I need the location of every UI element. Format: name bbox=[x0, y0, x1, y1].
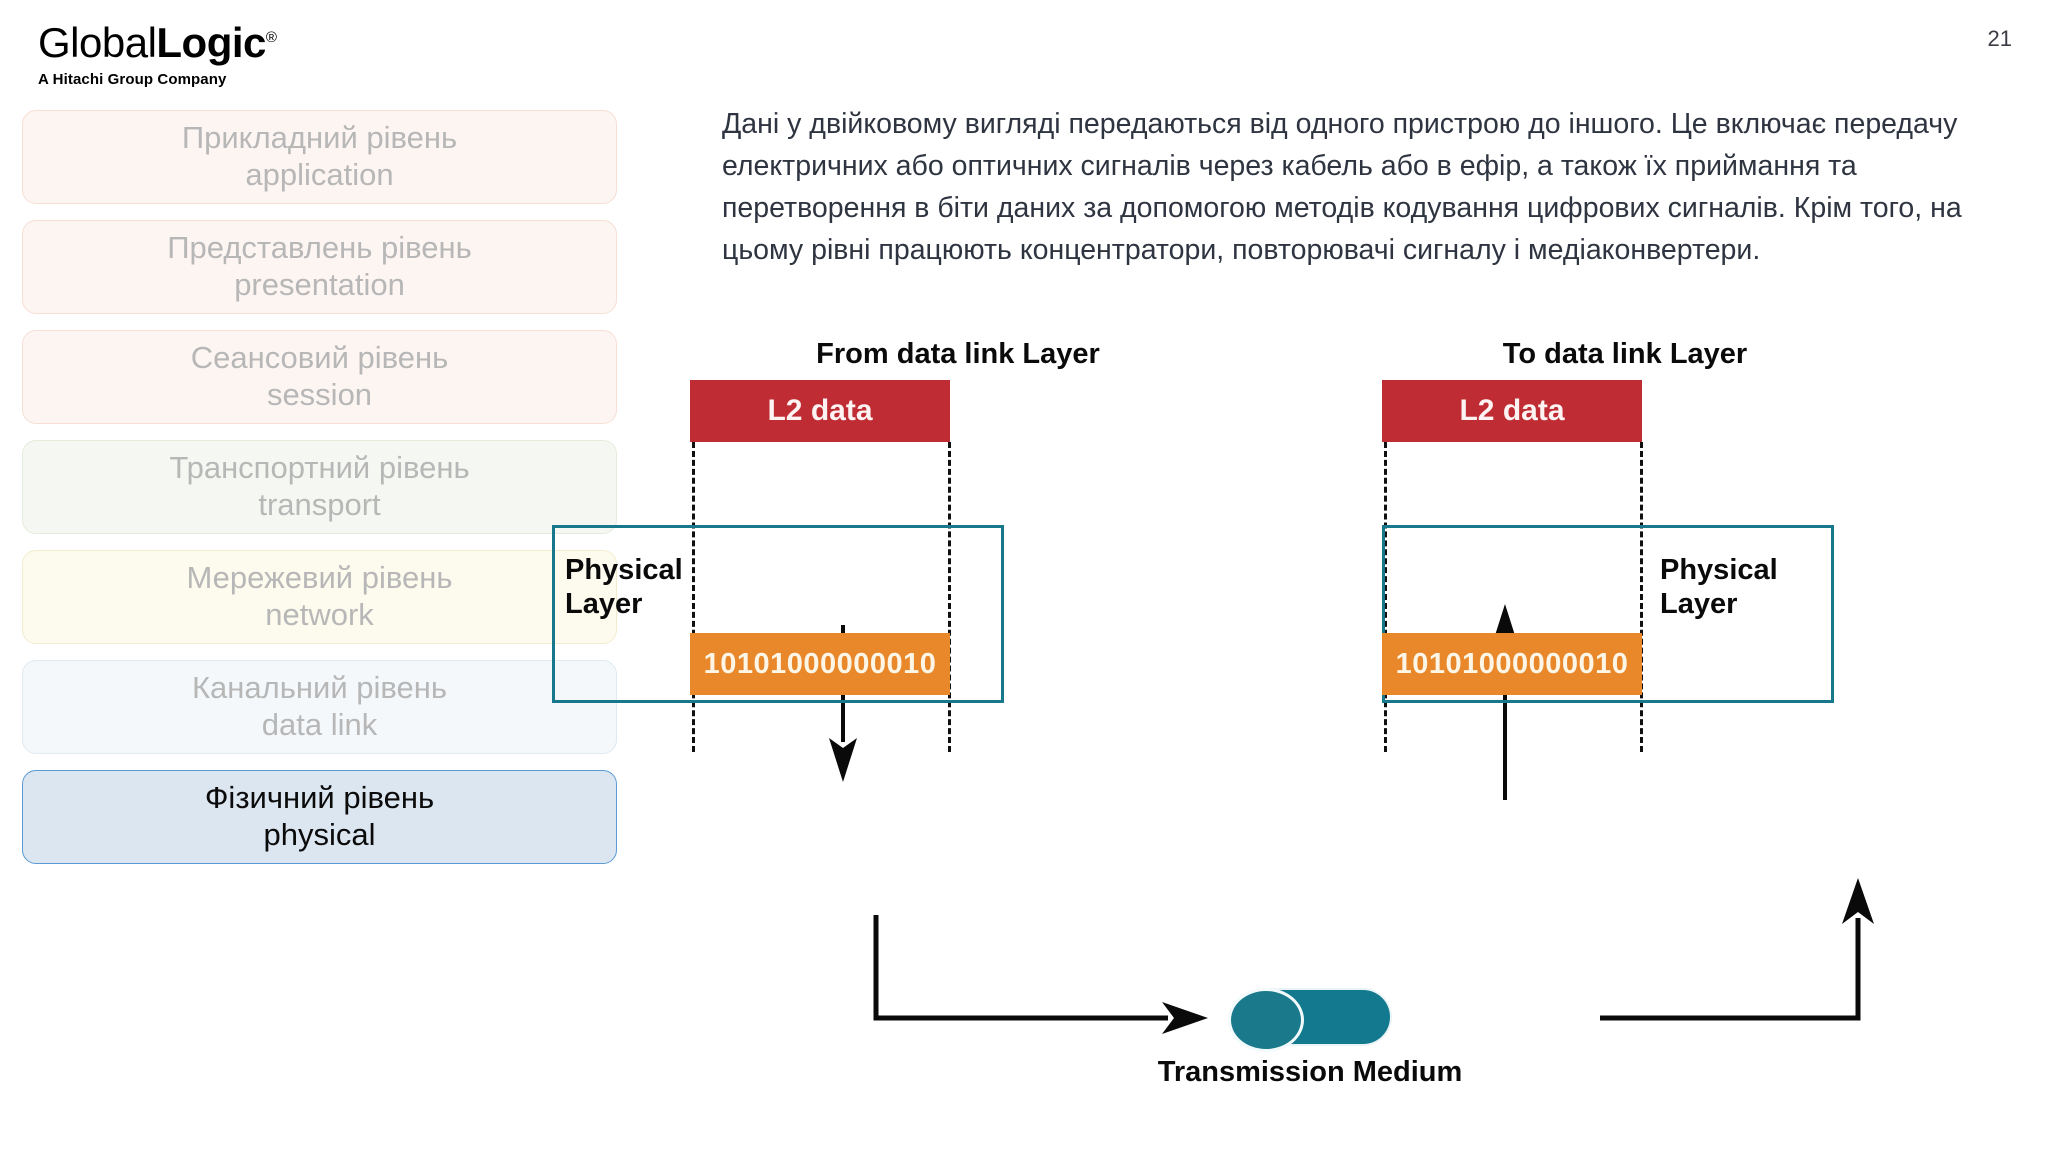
osi-layer-stack: Прикладний рівень application Представле… bbox=[22, 110, 617, 880]
osi-layer-presentation[interactable]: Представлень рівень presentation bbox=[22, 220, 617, 314]
dashed-guide-left-outer bbox=[948, 442, 951, 752]
diagram-connectors bbox=[829, 604, 1874, 1034]
logo-tagline: A Hitachi Group Company bbox=[38, 71, 227, 88]
osi-layer-label-ua: Транспортний рівень bbox=[169, 450, 470, 486]
to-data-link-layer-title: To data link Layer bbox=[1502, 338, 1748, 370]
osi-layer-data-link[interactable]: Канальний рівень data link bbox=[22, 660, 617, 754]
physical-layer-label-line1: Physical bbox=[1660, 554, 1778, 586]
arrow-from-medium bbox=[1600, 878, 1874, 1021]
logo-word-logic: Logic bbox=[156, 19, 266, 66]
osi-layer-label-en: application bbox=[245, 157, 394, 192]
body-paragraph: Дані у двійковому вигляді передаються ві… bbox=[722, 108, 1962, 266]
logo-wordmark: GlobalLogic® bbox=[38, 22, 458, 64]
osi-layer-label-ua: Канальний рівень bbox=[191, 670, 448, 706]
bits-box-right: 10101000000010 bbox=[1382, 633, 1642, 695]
osi-layer-label-en: presentation bbox=[234, 267, 405, 302]
osi-layer-session[interactable]: Сеансовий рівень session bbox=[22, 330, 617, 424]
physical-layer-diagram: From data link Layer L2 data Physical La… bbox=[552, 338, 2048, 1152]
osi-layer-label-en: session bbox=[266, 377, 373, 412]
osi-layer-transport[interactable]: Транспортний рівень transport bbox=[22, 440, 617, 534]
osi-layer-network[interactable]: Мережевий рівень network bbox=[22, 550, 617, 644]
physical-layer-label-left: Physical Layer bbox=[565, 554, 683, 621]
osi-layer-label-ua: Фізичний рівень bbox=[204, 780, 435, 816]
osi-layer-label-en: network bbox=[265, 597, 374, 632]
physical-layer-box-right bbox=[1382, 525, 1834, 703]
physical-layer-label-line2: Layer bbox=[1660, 587, 1738, 620]
transmission-medium-end-cap bbox=[1228, 988, 1304, 1052]
physical-layer-label-right: Physical Layer bbox=[1660, 554, 1778, 621]
physical-layer-label-line2: Layer bbox=[565, 587, 643, 620]
osi-layer-label-ua: Мережевий рівень bbox=[186, 560, 453, 596]
osi-layer-application[interactable]: Прикладний рівень application bbox=[22, 110, 617, 204]
transmission-medium-label: Transmission Medium bbox=[1157, 1056, 1463, 1088]
page-number: 21 bbox=[1987, 26, 2012, 51]
arrow-to-medium bbox=[873, 915, 1208, 1034]
from-data-link-layer-title: From data link Layer bbox=[816, 338, 1100, 370]
physical-layer-label-line1: Physical bbox=[565, 554, 683, 586]
logo-word-global: Global bbox=[38, 19, 157, 66]
osi-layer-label-ua: Представлень рівень bbox=[167, 230, 472, 266]
l2-data-box-left: L2 data bbox=[690, 380, 950, 442]
osi-layer-label-en: transport bbox=[258, 487, 381, 522]
l2-data-box-right: L2 data bbox=[1382, 380, 1642, 442]
osi-layer-label-ua: Прикладний рівень bbox=[181, 120, 458, 156]
bits-box-left: 10101000000010 bbox=[690, 633, 950, 695]
dashed-guide-right-inner bbox=[1384, 442, 1387, 752]
dashed-guide-right-outer bbox=[1640, 442, 1643, 752]
brand-logo: GlobalLogic® A Hitachi Group Company bbox=[38, 22, 458, 89]
dashed-guide-left-inner bbox=[692, 442, 695, 752]
osi-layer-label-ua: Сеансовий рівень bbox=[190, 340, 449, 376]
physical-layer-box-left bbox=[552, 525, 1004, 703]
osi-layer-label-en: data link bbox=[261, 707, 378, 742]
registered-trademark-icon: ® bbox=[265, 29, 277, 46]
osi-layer-label-en: physical bbox=[263, 817, 376, 852]
osi-layer-physical[interactable]: Фізичний рівень physical bbox=[22, 770, 617, 864]
